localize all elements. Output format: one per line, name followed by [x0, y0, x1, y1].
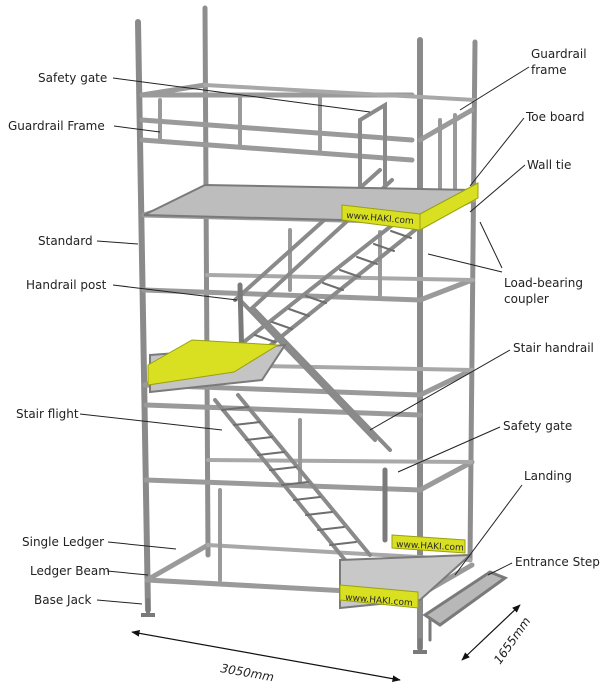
lower-stair-treads [221, 406, 357, 546]
labels-left: Safety gate Guardrail Frame Standard Han… [8, 71, 110, 607]
depth-dimension-line [461, 604, 521, 661]
label-entrance-step: Entrance Step [515, 555, 600, 569]
label-safety-gate-top: Safety gate [38, 71, 107, 85]
label-ledger-beam: Ledger Beam [30, 564, 110, 578]
leader-safety-gate-mid [397, 426, 501, 473]
width-dimension-line [131, 630, 401, 682]
label-guardrail-frame-left: Guardrail Frame [8, 119, 105, 133]
leader-landing [454, 484, 523, 576]
entrance-step [422, 570, 509, 642]
label-wall-tie: Wall tie [527, 158, 571, 172]
label-single-ledger: Single Ledger [22, 535, 104, 549]
toe-boards [147, 182, 479, 609]
leader-lines [79, 66, 530, 605]
leader-stair-flight [79, 413, 223, 431]
label-landing: Landing [524, 469, 572, 483]
leader-wall-tie [469, 164, 526, 213]
leader-ledger-beam [106, 570, 149, 576]
leader-standard [96, 240, 139, 245]
leader-base-jack [96, 599, 143, 605]
depth-dimension-label: 1655mm [491, 615, 533, 667]
label-guardrail-frame-right-1: Guardrail [531, 47, 587, 61]
toe-board-brand-back: www.HAKI.com [396, 540, 464, 554]
label-load-bearing-1: Load-bearing [504, 276, 583, 290]
scaffold-structure: www.HAKI.com www.HAKI.com www.HAKI.com [135, 5, 509, 654]
leader-guardrail-frame-left [113, 125, 161, 133]
label-base-jack: Base Jack [34, 593, 92, 607]
toe-board-top-side [419, 182, 479, 231]
toe-board-bottom-back [391, 534, 466, 554]
lower-stair [213, 298, 392, 562]
label-toe-board: Toe board [525, 110, 584, 124]
leader-guardrail-frame-right [459, 66, 530, 111]
leader-safety-gate-top [112, 77, 371, 113]
upper-stair-treads [254, 230, 412, 343]
toe-board-bottom [339, 584, 419, 609]
leader-load-bearing-a [479, 221, 503, 269]
width-dimension-label: 3050mm [219, 661, 275, 684]
label-guardrail-frame-right-2: frame [531, 63, 567, 77]
leader-single-ledger [107, 541, 177, 550]
toe-board-mid [147, 339, 280, 386]
label-standard: Standard [38, 234, 93, 248]
leader-load-bearing-b [427, 253, 503, 273]
dimension-lines [131, 604, 521, 682]
leader-toe-board [469, 117, 525, 187]
base-plates [141, 613, 427, 654]
label-stair-flight: Stair flight [16, 407, 79, 421]
label-safety-gate-mid: Safety gate [503, 419, 572, 433]
leader-stair-handrail [369, 349, 511, 431]
labels-right: Guardrail frame Toe board Wall tie Load-… [503, 47, 600, 569]
label-handrail-post: Handrail post [26, 278, 107, 292]
leader-handrail-post [112, 284, 238, 301]
label-load-bearing-2: coupler [504, 292, 549, 306]
back-standards [202, 5, 478, 563]
label-stair-handrail: Stair handrail [513, 341, 594, 355]
base-jacks [146, 598, 422, 654]
leader-entrance-step [487, 562, 513, 576]
